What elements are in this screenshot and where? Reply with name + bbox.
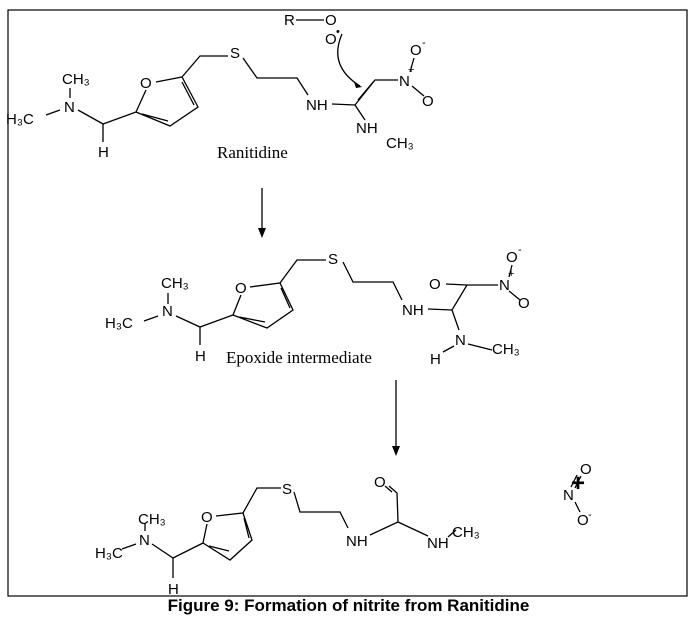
nitrite-structure: O N O - [563,461,592,529]
furan-o-label: O [235,280,247,297]
h-label: H [430,351,441,368]
ch3-label: CH₃ [386,135,414,152]
plus-charge: + [508,268,514,280]
nh-label: NH [306,97,328,114]
nh-label: NH [356,120,378,137]
ranitidine-label: Ranitidine [217,143,288,162]
o-minus-label: O [577,512,589,529]
ch3-label: CH₃ [161,275,189,292]
n-label: N [64,99,75,116]
plus-charge: + [408,64,414,76]
ch3-label: CH₃ [62,71,90,88]
o-minus-label: O [506,249,518,266]
o-radical-label: O [325,31,337,48]
n-label: N [455,332,466,349]
product-structure: CH₃ N H₃C H O S NH O NH CH₃ [95,474,480,598]
ch3-label: CH₃ [492,341,520,358]
s-label: S [230,45,240,62]
h3c-label: H₃C [6,111,34,128]
ch3-label: CH₃ [138,511,166,528]
n-label: N [563,487,574,504]
figure-border [7,9,688,597]
h3c-label: H₃C [105,315,133,332]
s-label: S [328,251,338,268]
furan-o-label: O [201,509,213,526]
furan-o-label: O [140,75,152,92]
h-label: H [98,144,109,161]
epoxide-label: Epoxide intermediate [226,348,372,367]
plus-sign: + [571,470,585,497]
ch3-label: CH₃ [452,524,480,541]
h-label: H [168,581,179,598]
minus-charge: - [588,509,592,521]
radical-dot: • [336,26,340,38]
epoxide-o-label: O [429,276,441,293]
o-label: O [325,12,337,29]
h3c-label: H₃C [95,545,123,562]
h-label: H [195,348,206,365]
nh-label: NH [402,302,424,319]
ranitidine-structure: CH₃ N H₃C H O S NH NH CH₃ N + O - O R O … [6,12,434,162]
nitro-n-label: N [499,277,510,294]
minus-charge: - [518,244,522,256]
nitro-n-label: N [399,73,410,90]
s-label: S [282,481,292,498]
o-label: O [422,93,434,110]
o-label: O [518,295,530,312]
aldehyde-o-label: O [374,474,386,491]
o-minus-label: O [410,42,422,59]
epoxide-structure: CH₃ N H₃C H O S NH O N + O - O N CH₃ H E… [105,244,530,368]
n-label: N [139,532,150,549]
figure-caption: Figure 9: Formation of nitrite from Rani… [167,596,530,615]
o-label: O [580,461,592,478]
minus-charge: - [422,37,426,49]
nh-label: NH [346,533,368,550]
electron-arrow [337,33,361,87]
nh-label: NH [427,535,449,552]
n-label: N [162,303,173,320]
r-label: R [284,12,295,29]
